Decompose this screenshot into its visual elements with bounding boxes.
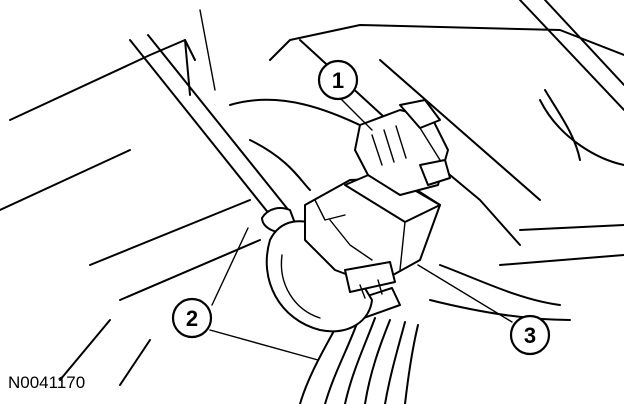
lower-connector	[304, 169, 441, 299]
upper-connector	[354, 99, 451, 196]
body-panel-lines	[0, 0, 624, 386]
callout-3: 3	[509, 314, 551, 356]
callout-3-label: 3	[524, 323, 536, 348]
leader-lines	[209, 97, 513, 361]
figure-id: N0041170	[8, 373, 85, 392]
callout-2-label: 2	[186, 306, 198, 331]
callout-1: 1	[317, 59, 359, 101]
callout-2: 2	[171, 297, 213, 339]
grommet	[265, 220, 373, 333]
rod	[129, 34, 297, 234]
callout-1-label: 1	[332, 68, 344, 93]
